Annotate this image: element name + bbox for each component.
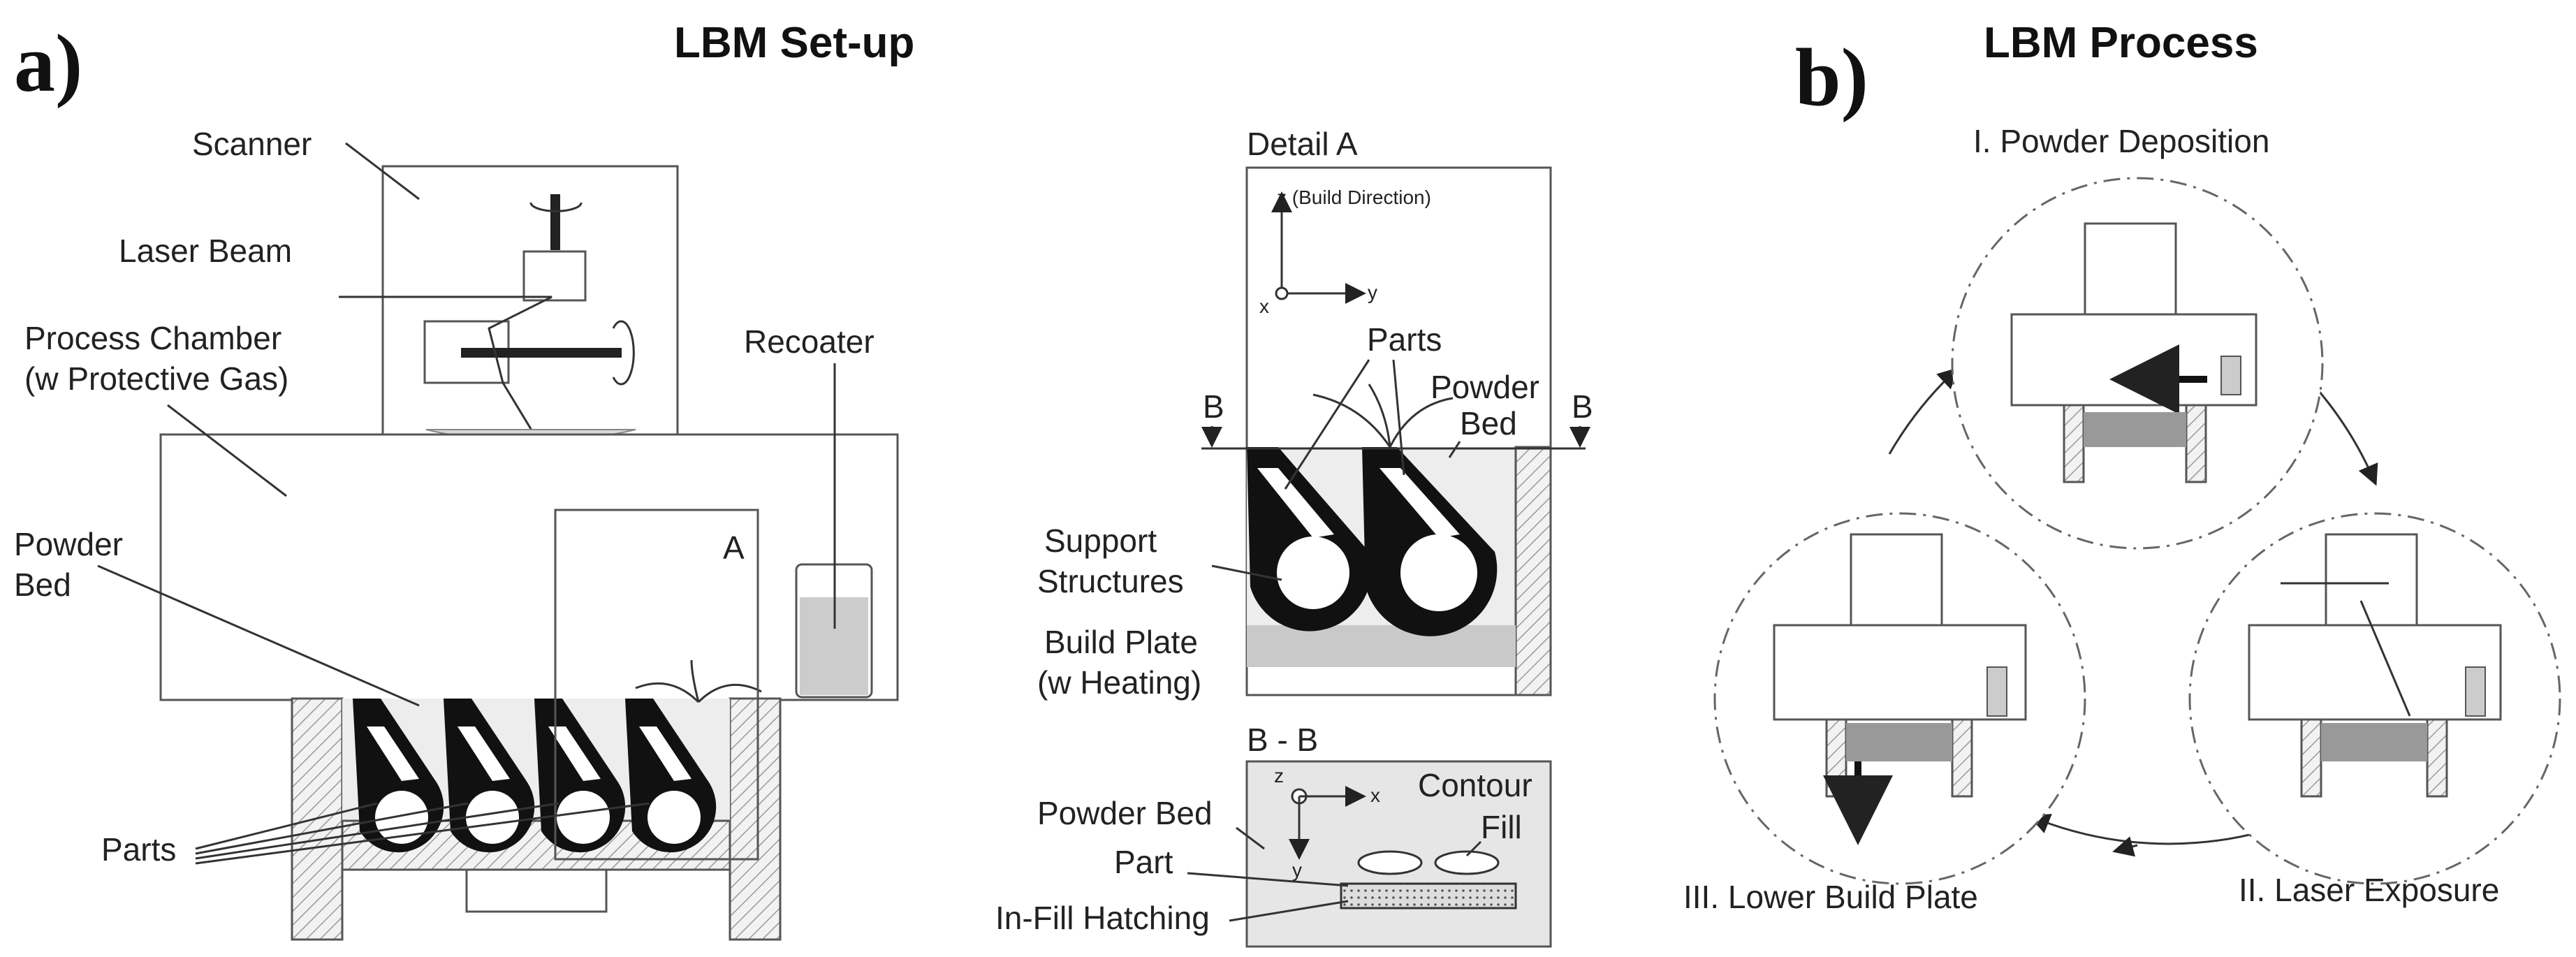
panel-b: b) LBM Process I. Powder Deposition <box>1683 19 2561 915</box>
label-powder-bed-2: Bed <box>14 567 71 603</box>
step-1-recoater <box>2220 356 2241 395</box>
step-3-recoater <box>1986 666 2007 717</box>
leader-support <box>1211 564 1282 581</box>
infill-hatching-rect <box>1340 882 1517 909</box>
label-laser-beam: Laser Beam <box>119 233 292 269</box>
bb-axis-y-label: y <box>1292 859 1302 881</box>
panel-b-title: LBM Process <box>1984 19 2258 67</box>
label-build-plate-1: Build Plate <box>1044 624 1198 660</box>
step-3-chamber <box>1773 624 2027 721</box>
label-recoater: Recoater <box>744 323 874 360</box>
section-bb-title: B - B <box>1247 722 1318 758</box>
step-3-parts <box>1846 723 1952 761</box>
step-1-chamber <box>2010 313 2257 407</box>
label-scanner: Scanner <box>192 126 312 162</box>
leader-bb-part <box>1187 872 1349 887</box>
bb-axis-x-label: x <box>1370 784 1380 806</box>
build-wall-right <box>729 697 782 941</box>
section-bb: B - B z x y Contour Fill Powder Bed Part… <box>995 722 1552 948</box>
detail-a-frame <box>554 509 759 861</box>
rotation-arrow-icon <box>529 202 583 212</box>
step-1-label: I. Powder Deposition <box>1973 123 2269 159</box>
detail-wall <box>1514 446 1552 696</box>
panel-a-title: LBM Set-up <box>674 19 914 67</box>
leader-scanner <box>345 142 420 200</box>
axis-y-label: y <box>1368 282 1377 303</box>
step-2-recoater <box>2465 666 2486 717</box>
step-2-chamber <box>2248 624 2502 721</box>
label-infill: In-Fill Hatching <box>995 900 1210 936</box>
label-detail-powder-1: Powder <box>1430 369 1539 405</box>
step-1-scanner <box>2084 222 2177 316</box>
leader-infill <box>1229 900 1349 922</box>
label-support-2: Structures <box>1037 563 1184 599</box>
label-support-1: Support <box>1044 523 1157 559</box>
label-bb-powder-bed: Powder Bed <box>1037 795 1213 831</box>
label-parts: Parts <box>101 831 176 868</box>
step-2-wall-left <box>2300 718 2322 798</box>
step-2-label: II. Laser Exposure <box>2239 872 2499 908</box>
scanner-shaft <box>550 194 560 250</box>
step-1-parts <box>2084 412 2186 447</box>
cycle-arrow-3-head <box>2112 836 2138 857</box>
section-left-label: B <box>1203 388 1224 425</box>
axis-x-dot <box>1275 286 1289 300</box>
step-1-wall-right <box>2185 404 2207 483</box>
step-3-label: III. Lower Build Plate <box>1683 879 1978 915</box>
step-2-scanner <box>2325 533 2418 627</box>
label-contour: Contour <box>1418 767 1532 803</box>
detail-part-1 <box>1247 447 1372 631</box>
step-1-wall-left <box>2063 404 2085 483</box>
axis-z-label: z (Build Direction) <box>1277 187 1431 208</box>
bb-axis-z-label: z <box>1274 765 1284 787</box>
label-fill: Fill <box>1481 809 1522 845</box>
detail-spatter <box>1312 383 1454 448</box>
process-chamber <box>159 433 899 701</box>
detail-part-2 <box>1362 447 1498 636</box>
step-powder-deposition <box>1951 177 2324 550</box>
panel-a: a) LBM Set-up A <box>14 17 914 941</box>
leader-detail-parts-2 <box>1392 359 1405 476</box>
leader-parts <box>195 802 650 865</box>
detail-marker: A <box>723 529 745 566</box>
step-3-scanner <box>1850 533 1943 627</box>
leader-detail-powder <box>1448 441 1461 458</box>
label-bb-part: Part <box>1114 844 1173 880</box>
section-right-label: B <box>1572 388 1593 425</box>
step-3-wall-right <box>1951 718 1973 798</box>
step-2-parts <box>2321 723 2427 761</box>
step-2-wall-right <box>2426 718 2448 798</box>
panel-a-letter: a) <box>14 17 82 109</box>
mirror-housing-top <box>522 250 587 302</box>
leader-powder-bed <box>97 564 420 707</box>
detail-a-title: Detail A <box>1247 126 1358 162</box>
label-process-chamber-1: Process Chamber <box>24 320 281 356</box>
step-laser-exposure <box>2188 512 2561 885</box>
label-process-chamber-2: (w Protective Gas) <box>24 360 288 397</box>
leader-process-chamber <box>167 404 287 497</box>
leader-bb-powder <box>1236 826 1265 850</box>
step-2-beam <box>2359 600 2411 717</box>
cycle-arrow-1 <box>1888 367 1959 455</box>
rotation-arrow-icon-2 <box>612 320 635 386</box>
scanner-mirror-bar <box>461 348 622 358</box>
detail-a: Detail A z (Build Direction) x y B B <box>1037 126 1593 701</box>
melt-spatter <box>635 659 762 703</box>
step-lower-build-plate <box>1713 512 2086 885</box>
contour-ellipse-2 <box>1434 850 1500 875</box>
contour-ellipse-1 <box>1357 850 1423 875</box>
build-piston <box>465 868 608 913</box>
label-detail-parts: Parts <box>1367 321 1442 358</box>
label-powder-bed-1: Powder <box>14 526 123 562</box>
detail-build-plate <box>1247 625 1516 667</box>
step-3-wall-left <box>1825 718 1847 798</box>
label-build-plate-2: (w Heating) <box>1037 664 1201 701</box>
panel-b-letter: b) <box>1795 31 1868 123</box>
axis-x-label: x <box>1259 295 1269 317</box>
cycle-arrow-2 <box>2318 390 2378 486</box>
label-detail-powder-2: Bed <box>1460 405 1517 441</box>
leader-fill <box>1465 840 1482 857</box>
leader-detail-parts-1 <box>1284 359 1370 490</box>
